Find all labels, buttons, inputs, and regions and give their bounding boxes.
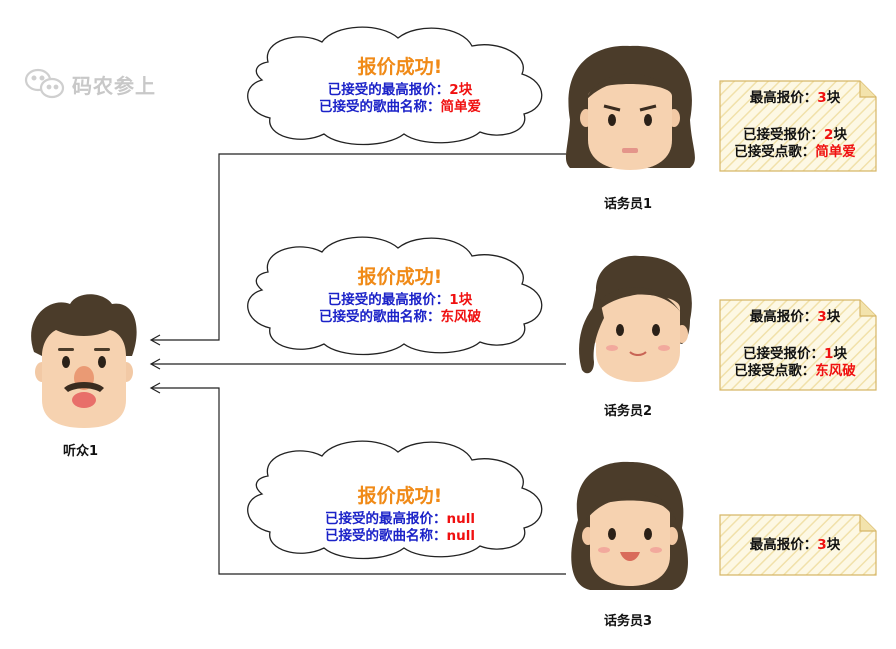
- note-2-quote-num: 1: [824, 346, 834, 362]
- sticky-note-1: [719, 80, 877, 172]
- sticky-note-3: [719, 514, 877, 576]
- note-1-song-label: 已接受点歌：: [734, 144, 816, 160]
- cloud-1-song-value: 简单爱: [440, 99, 482, 115]
- note-1-quote-num: 2: [824, 127, 834, 143]
- cloud-3-title: 报价成功!: [357, 485, 443, 507]
- agent-2-avatar: [579, 255, 692, 382]
- note-2-text: 最高报价：3块 已接受报价：1块 已接受点歌：东风破: [720, 309, 870, 380]
- note-1-max-num: 3: [817, 90, 827, 106]
- note-1-text: 最高报价：3块 已接受报价：2块 已接受点歌：简单爱: [720, 90, 870, 161]
- cloud-3-song-value: null: [446, 528, 475, 544]
- note-1-quote-label: 已接受报价：: [743, 127, 825, 143]
- agent-1-label: 话务员1: [604, 197, 653, 212]
- cloud-2-price-value: 1块: [449, 292, 473, 308]
- sticky-note-2: [719, 299, 877, 391]
- note-1-quote-unit: 块: [833, 127, 847, 143]
- cloud-2-song-label: 已接受的歌曲名称：: [319, 309, 441, 325]
- note-3-max-unit: 块: [826, 537, 841, 553]
- speech-cloud-3: [247, 440, 543, 560]
- connector-lines: [152, 153, 566, 575]
- cloud-1-price-value: 2块: [449, 82, 473, 98]
- agent-3-label: 话务员3: [604, 614, 653, 629]
- note-2-quote-unit: 块: [833, 346, 847, 362]
- speech-cloud-2: [247, 236, 543, 356]
- note-1-max-label: 最高报价：: [749, 90, 818, 106]
- note-2-song-label: 已接受点歌：: [734, 363, 816, 379]
- note-1-max-unit: 块: [826, 90, 841, 106]
- cloud-2-title: 报价成功!: [357, 266, 443, 288]
- cloud-3-price-value: null: [446, 511, 475, 527]
- note-3-max-num: 3: [817, 537, 827, 553]
- cloud-1-price-label: 已接受的最高报价：: [327, 82, 450, 98]
- listener-label: 听众1: [63, 444, 99, 459]
- cloud-1-title: 报价成功!: [357, 56, 443, 78]
- note-2-max-label: 最高报价：: [749, 309, 818, 325]
- listener-avatar: [31, 294, 137, 428]
- cloud-1-song-label: 已接受的歌曲名称：: [319, 99, 441, 115]
- cloud-3-song-label: 已接受的歌曲名称：: [325, 528, 447, 544]
- cloud-3-price-label: 已接受的最高报价：: [325, 511, 447, 527]
- cloud-3-text: 报价成功! 已接受的最高报价：null 已接受的歌曲名称：null: [295, 481, 505, 545]
- note-3-text: 最高报价：3块: [720, 537, 870, 554]
- arrowheads: [149, 334, 161, 394]
- cloud-2-song-value: 东风破: [440, 309, 482, 325]
- agent-3-avatar: [571, 461, 688, 590]
- cloud-2-text: 报价成功! 已接受的最高报价：1块 已接受的歌曲名称：东风破: [300, 262, 500, 326]
- watermark-text: 码农参上: [72, 74, 156, 98]
- note-1-song-value: 简单爱: [815, 144, 856, 160]
- agent-1-avatar: [565, 45, 695, 170]
- speech-cloud-1: [247, 26, 543, 146]
- wechat-icon: [24, 68, 65, 99]
- note-3-max-label: 最高报价：: [749, 537, 818, 553]
- note-2-max-num: 3: [817, 309, 827, 325]
- note-2-max-unit: 块: [826, 309, 841, 325]
- cloud-1-text: 报价成功! 已接受的最高报价：2块 已接受的歌曲名称：简单爱: [300, 52, 500, 116]
- agent-2-label: 话务员2: [604, 404, 653, 419]
- note-2-song-value: 东风破: [815, 363, 856, 379]
- note-2-quote-label: 已接受报价：: [743, 346, 825, 362]
- cloud-2-price-label: 已接受的最高报价：: [327, 292, 450, 308]
